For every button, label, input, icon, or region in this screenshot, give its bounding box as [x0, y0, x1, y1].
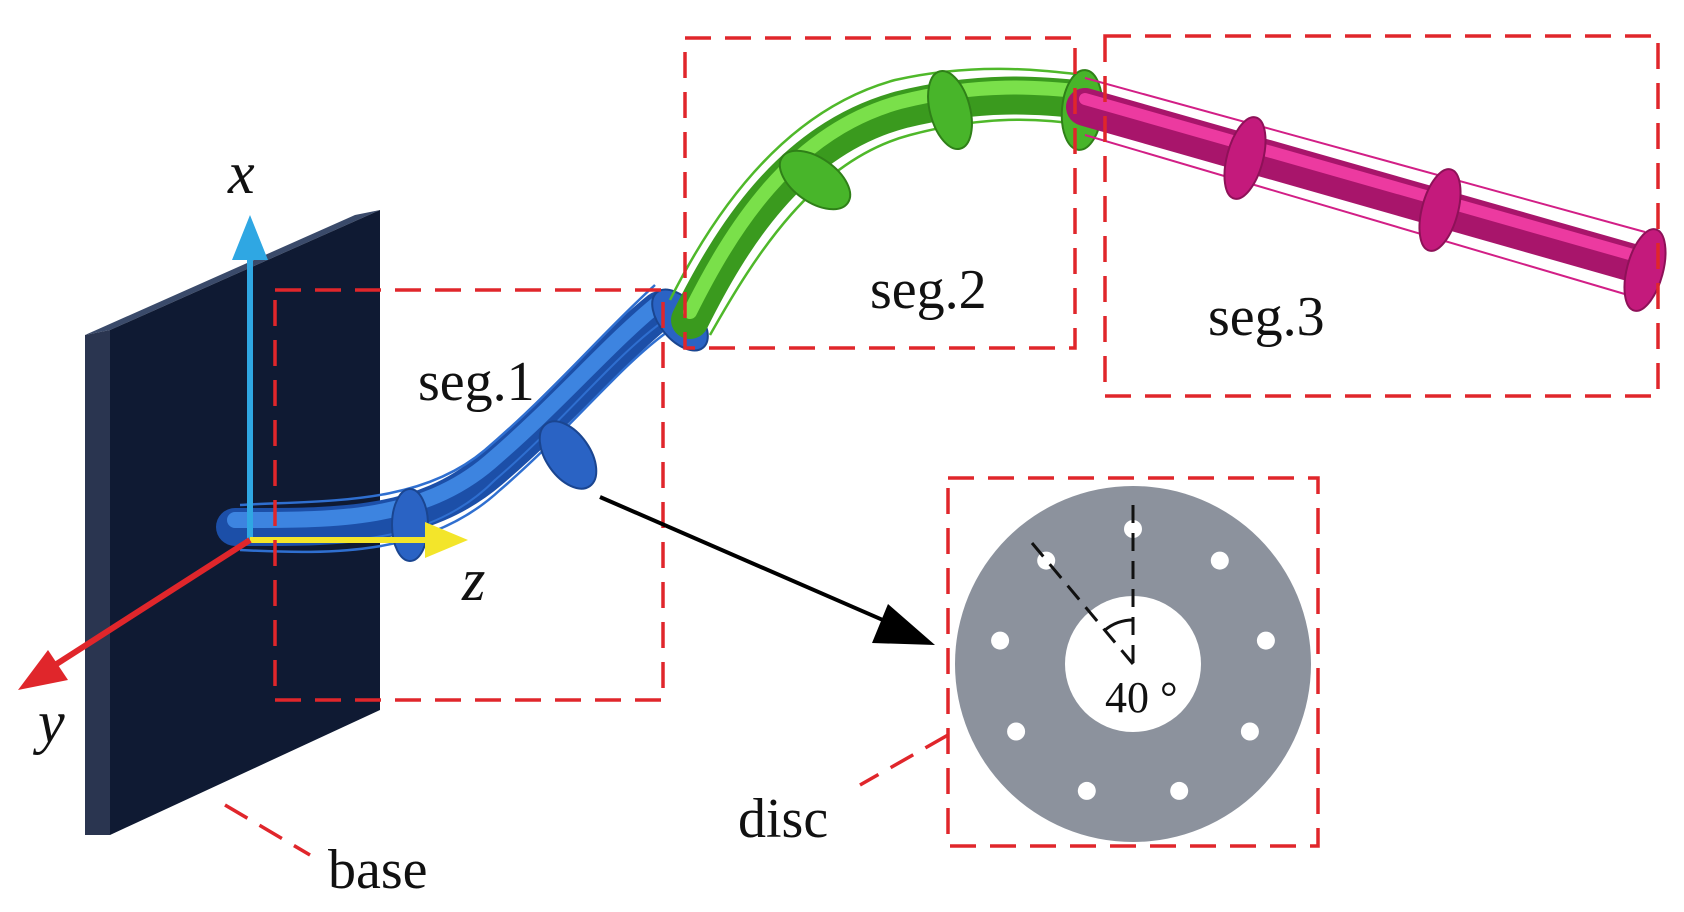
disc-hole — [1077, 781, 1096, 800]
seg3-label: seg.3 — [1208, 286, 1325, 348]
disc-hole — [1256, 631, 1275, 650]
disc-hole — [1124, 520, 1142, 538]
disc-angle-label: 40 ° — [1105, 673, 1178, 722]
z-axis-label: z — [461, 547, 485, 613]
base-label: base — [328, 839, 428, 901]
y-axis-arrowhead — [18, 650, 68, 690]
segment-2-body — [668, 67, 1104, 339]
coordinate-axes — [18, 215, 468, 690]
segment-3-body — [1066, 77, 1667, 312]
disc-hole — [991, 631, 1010, 650]
disc-label: disc — [738, 788, 828, 850]
disc-hole — [1007, 722, 1026, 741]
seg2-disc-1 — [778, 149, 852, 211]
disc-callout-arrowhead — [872, 604, 935, 645]
x-axis-label: x — [227, 140, 255, 206]
base-leader-line — [224, 803, 311, 857]
disc-detail: 40 ° — [955, 486, 1311, 842]
seg3-disc-2 — [1418, 168, 1462, 252]
disc-hole — [1170, 781, 1189, 800]
disc-angle-arc — [1104, 618, 1134, 632]
seg3-frame — [1103, 34, 1660, 398]
segment-1-body — [216, 284, 709, 562]
disc-frame — [946, 476, 1320, 848]
z-axis-arrowhead — [425, 522, 468, 558]
disc-hole — [1240, 722, 1259, 741]
seg2-label: seg.2 — [870, 259, 987, 321]
disc-callout-arrow — [599, 495, 893, 626]
y-axis-label: y — [32, 689, 65, 755]
disc-hole — [1210, 551, 1229, 570]
seg2-disc-2 — [927, 70, 973, 150]
x-axis-arrowhead — [232, 215, 268, 260]
seg1-disc-1 — [391, 488, 429, 562]
y-axis — [53, 537, 252, 668]
disc-leader-line — [859, 733, 949, 787]
seg1-disc-2 — [538, 420, 598, 490]
seg3-disc-3 — [1623, 228, 1667, 312]
seg1-label: seg.1 — [418, 351, 535, 413]
seg2-frame — [683, 36, 1077, 350]
seg3-disc-1 — [1223, 116, 1267, 200]
